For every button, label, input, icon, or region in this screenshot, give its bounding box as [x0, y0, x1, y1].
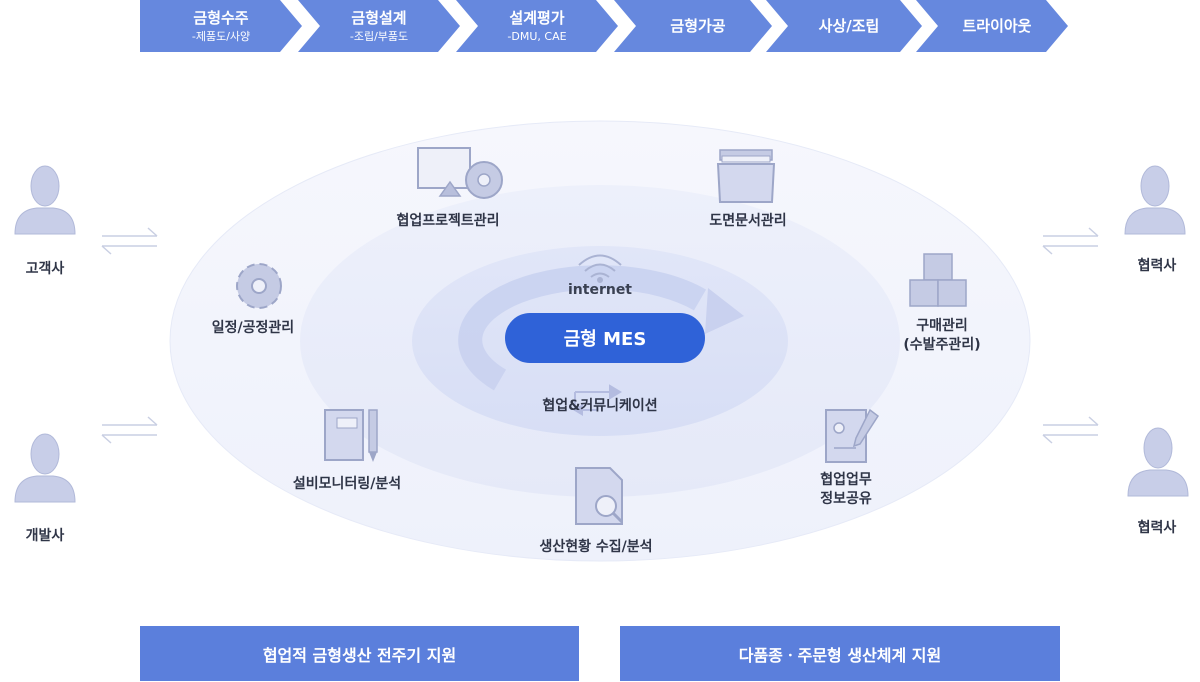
module-equipment-label: 설비모니터링/분석	[292, 476, 402, 492]
chevron-shape	[614, 0, 772, 52]
process-step-2: 금형설계 -조립/부품도	[298, 0, 460, 52]
process-step-sub: -DMU, CAE	[507, 29, 567, 43]
exchange-arrows-icon	[1042, 416, 1099, 444]
mes-pill: 금형 MES	[505, 313, 705, 363]
module-share-line1: 협업업무	[820, 472, 872, 488]
process-step-4: 금형가공	[614, 0, 772, 52]
process-step-title: 설계평가	[509, 8, 565, 27]
person-icon	[14, 433, 76, 503]
notebook-pencil-icon	[324, 409, 378, 462]
process-step-6: 트라이아웃	[916, 0, 1068, 52]
bottom-bar-left: 협업적 금형생산 전주기 지원	[140, 626, 579, 681]
chevron-shape	[456, 0, 618, 52]
document-sign-icon	[825, 408, 880, 463]
process-step-title: 사상/조립	[818, 17, 880, 35]
boxes-icon	[909, 253, 967, 307]
wifi-icon	[578, 254, 622, 283]
module-purchase-label: 구매관리 (수발주관리)	[903, 317, 980, 355]
exchange-arrows-icon	[101, 416, 158, 444]
internet-label: internet	[567, 282, 633, 298]
person-icon	[14, 165, 76, 235]
exchange-arrows-icon	[101, 227, 158, 255]
module-schedule-label: 일정/공정관리	[211, 320, 295, 336]
process-step-1: 금형수주 -제품도/사양	[140, 0, 302, 52]
folder-icon	[716, 149, 776, 203]
customer-label: 고객사	[25, 261, 65, 277]
chevron-shape	[140, 0, 302, 52]
process-step-title: 금형설계	[351, 8, 407, 27]
developer-label: 개발사	[25, 528, 65, 544]
process-step-title: 금형수주	[193, 8, 249, 27]
refresh-arrow-head	[705, 288, 744, 334]
process-step-3: 설계평가 -DMU, CAE	[456, 0, 618, 52]
chevron-shape	[298, 0, 460, 52]
chevron-shape	[916, 0, 1068, 52]
exchange-arrows-icon	[573, 384, 622, 416]
partner-bottom-label: 협력사	[1137, 520, 1177, 536]
collab-label: 협업&커뮤니케이션	[542, 398, 658, 414]
gear-icon	[236, 263, 282, 309]
monitor-gear-icon	[417, 147, 503, 199]
process-step-sub: -조립/부품도	[349, 29, 409, 43]
chevron-shape	[766, 0, 922, 52]
module-share-label: 협업업무 정보공유	[820, 471, 872, 509]
process-step-5: 사상/조립	[766, 0, 922, 52]
module-project-label: 협업프로젝트관리	[396, 213, 500, 229]
document-search-icon	[575, 467, 624, 525]
bottom-bar-right: 다품종ㆍ주문형 생산체계 지원	[620, 626, 1060, 681]
person-icon	[1124, 165, 1186, 235]
partner-top-label: 협력사	[1137, 258, 1177, 274]
module-drawing-label: 도면문서관리	[709, 213, 787, 229]
person-icon	[1127, 427, 1189, 497]
module-share-line2: 정보공유	[820, 491, 872, 507]
module-purchase-line2: (수발주관리)	[903, 337, 981, 353]
module-purchase-line1: 구매관리	[916, 318, 968, 334]
refresh-arrows-icon	[458, 265, 707, 391]
process-step-sub: -제품도/사양	[191, 29, 251, 43]
module-production-label: 생산현황 수집/분석	[539, 539, 653, 555]
process-step-title: 금형가공	[670, 17, 726, 35]
exchange-arrows-icon	[1042, 227, 1099, 255]
process-step-title: 트라이아웃	[962, 17, 1032, 35]
